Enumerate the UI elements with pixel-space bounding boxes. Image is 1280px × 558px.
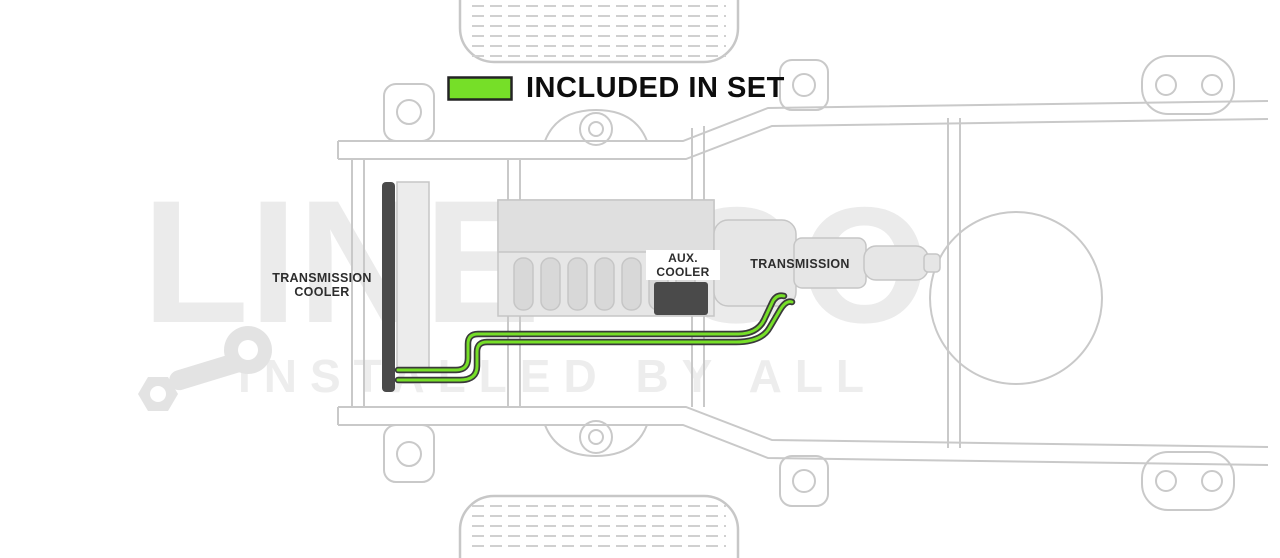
hanger-hole-rear-top-2 [1201, 74, 1223, 96]
mount-hole-bottom-center-inner [588, 429, 604, 445]
crossmember-rear [947, 118, 961, 448]
center-arch-top [544, 108, 648, 142]
hanger-hole-rear-top-1 [1155, 74, 1177, 96]
cooler-lines-green [396, 294, 794, 382]
transmission-label-line1: TRANSMISSION [750, 257, 850, 271]
cooler-line-2 [396, 300, 794, 382]
transmission-cooler-core [396, 181, 430, 373]
mount-bracket-mid-bottom [779, 455, 829, 507]
watermark-text-left: LINE [142, 165, 541, 360]
cooler-line-1 [396, 294, 786, 372]
mount-bracket-front-bottom [383, 424, 435, 483]
mount-hole-bottom-center [579, 420, 613, 454]
mount-hole-top-center-inner [588, 121, 604, 137]
crossmember-front [351, 159, 365, 407]
bottom-tire [458, 494, 740, 558]
mount-hole-front-bottom [396, 441, 422, 467]
mount-hole-mid-bottom [792, 469, 816, 493]
mount-bracket-mid-top [779, 59, 829, 111]
frame-rail-bottom-outer [338, 424, 1269, 466]
hanger-hole-rear-bottom-2 [1201, 470, 1223, 492]
transmission-shape [713, 219, 941, 307]
frame-rail-bottom-inner [338, 406, 1269, 448]
center-arch-bottom [544, 424, 648, 458]
mount-bracket-front-top [383, 83, 435, 142]
aux-cooler-label-line2: COOLER [656, 265, 710, 279]
hanger-hole-rear-bottom-1 [1155, 470, 1177, 492]
watermark-tagline: INSTALLED BY ALL [238, 350, 877, 402]
transmission-cooler [382, 181, 430, 392]
legend-label: INCLUDED IN SET [526, 72, 785, 104]
mount-hole-mid-top [792, 73, 816, 97]
transmission-cooler-label-line2: COOLER [294, 285, 350, 299]
spring-hanger-rear-bottom [1141, 451, 1235, 511]
transmission-cooler-bar [382, 182, 395, 392]
legend-swatch-rect [447, 76, 513, 101]
chassis-frame [337, 55, 1269, 511]
aux-cooler-box [654, 282, 708, 315]
top-tire [458, 0, 740, 64]
wrench-icon [138, 326, 272, 411]
rear-axle-circle [929, 211, 1103, 385]
transmission-cooler-label: TRANSMISSION COOLER [250, 271, 394, 299]
legend-swatch [447, 76, 513, 101]
frame-rail-top-inner [338, 118, 1269, 160]
spring-hanger-rear-top [1141, 55, 1235, 115]
mount-hole-front-top [396, 99, 422, 125]
transmission-cooler-label-line1: TRANSMISSION [272, 271, 372, 285]
legend: INCLUDED IN SET [447, 72, 785, 105]
aux-cooler-label: AUX. COOLER [646, 250, 720, 280]
transmission-label: TRANSMISSION [732, 257, 868, 271]
frame-rail-top-outer [338, 100, 1269, 142]
mount-hole-top-center [579, 112, 613, 146]
aux-cooler-label-line1: AUX. [668, 251, 698, 265]
